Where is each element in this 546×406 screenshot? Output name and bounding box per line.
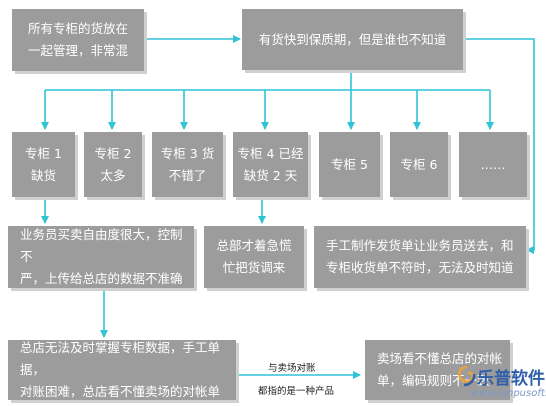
box-text-line: 卖场看不懂总店的对帐 (377, 351, 503, 366)
box-text-line: 对账困难，总店看不懂卖场的对帐单 (20, 384, 221, 399)
arrow-note-same-product: 都指的是一种产品 (258, 386, 335, 397)
box-text-line: 专柜 2 (94, 145, 132, 161)
box-text-line: 专柜 1 (25, 145, 62, 161)
box-text-line: 太多 (100, 167, 126, 183)
arrow-note-reconcile: 与卖场对账 (268, 363, 316, 374)
box-counter-6: 专柜 6 (390, 132, 448, 197)
arrow-loop-to-manual (463, 38, 535, 254)
box-text-line: 总部才着急慌 (216, 238, 292, 253)
box-counter-2: 专柜 2 太多 (84, 132, 142, 197)
box-text-line: 专柜收货单不符时，无法及时知道 (326, 260, 514, 275)
box-text-line: 严，上传给总店的数据不准确 (20, 271, 183, 286)
box-text-line: 忙把货调来 (222, 260, 286, 275)
box-text-line: 不错了 (168, 167, 207, 183)
box-text-line: 有货快到保质期，但是谁也不知道 (258, 31, 447, 47)
watermark-name: 乐普软件 (477, 369, 545, 389)
box-counter-5: 专柜 5 (319, 132, 380, 197)
box-counter-more: …… (459, 132, 527, 197)
box-salesman-freedom: 业务员买卖自由度很大，控制不严，上传给总店的数据不准确 (8, 226, 194, 288)
box-hq-panic-transfer: 总部才着急慌忙把货调来 (204, 226, 304, 288)
box-expiry-unknown: 有货快到保质期，但是谁也不知道 (242, 9, 463, 70)
box-counter-1: 专柜 1 缺货 (12, 132, 75, 197)
box-text-line: 缺货 (30, 167, 56, 183)
box-text-line: …… (480, 156, 506, 172)
box-text-line: 缺货 2 天 (243, 167, 298, 183)
watermark-logo: 乐普软件 www.lanpusoft.com (455, 362, 546, 404)
box-text-line: 专柜 6 (400, 156, 438, 172)
logo-swirl-icon (458, 365, 476, 387)
box-counter-3: 专柜 3 货不错了 (152, 132, 223, 197)
box-text-line: 专柜 3 货 (160, 145, 215, 161)
box-text-line: 专柜 5 (331, 156, 368, 172)
box-text-line: 专柜 4 已经 (237, 145, 304, 161)
box-all-counters-mixed: 所有专柜的货放在一起管理，非常混 (12, 9, 144, 71)
box-text-line: 单，编码规则不一致 (377, 373, 490, 388)
box-store-cant-read-statement: 卖场看不懂总店的对帐单，编码规则不一致 (365, 340, 510, 400)
box-hq-no-timely-data: 总店无法及时掌握专柜数据，手工单据， 对账困难，总店看不懂卖场的对帐单 (8, 340, 236, 400)
box-text-line: 业务员买卖自由度很大，控制不 (20, 227, 183, 264)
box-text-line: 一起管理，非常混 (27, 43, 128, 58)
box-manual-delivery-note: 手工制作发货单让业务员送去，和专柜收货单不符时，无法及时知道 (314, 226, 526, 288)
watermark-url: www.lanpusoft.com (471, 388, 546, 399)
box-text-line: 总店无法及时掌握专柜数据，手工单据， (20, 340, 221, 377)
box-text-line: 手工制作发货单让业务员送去，和 (326, 238, 514, 253)
box-text-line: 所有专柜的货放在 (27, 21, 128, 36)
box-counter-4: 专柜 4 已经缺货 2 天 (233, 132, 308, 197)
